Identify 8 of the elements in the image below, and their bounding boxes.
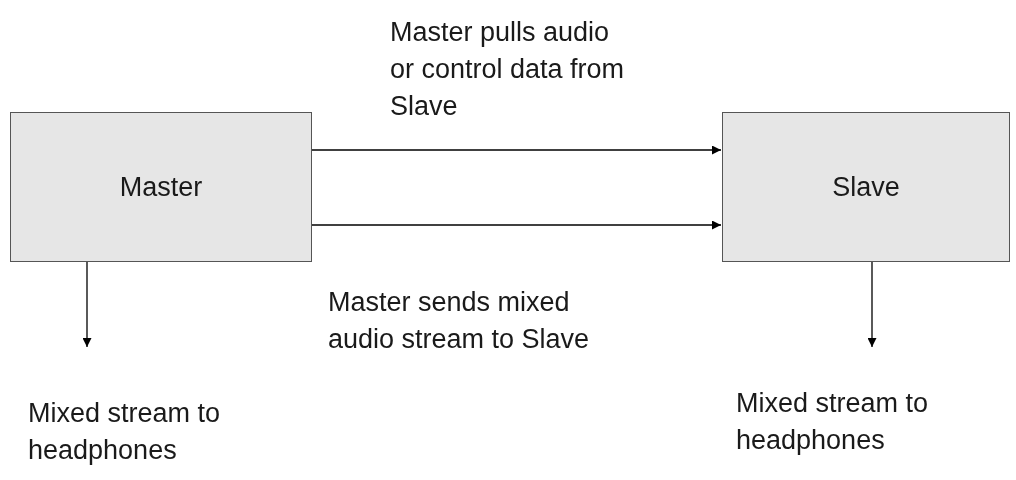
process-box: Master	[10, 112, 312, 262]
arrow	[311, 220, 722, 230]
arrow	[867, 261, 877, 348]
arrow	[311, 145, 722, 155]
output-label: Mixed stream to headphones	[28, 348, 308, 471]
process-box: Slave	[722, 112, 1010, 262]
output-label: Mixed stream to headphones	[736, 348, 1016, 461]
arrow	[82, 261, 92, 348]
